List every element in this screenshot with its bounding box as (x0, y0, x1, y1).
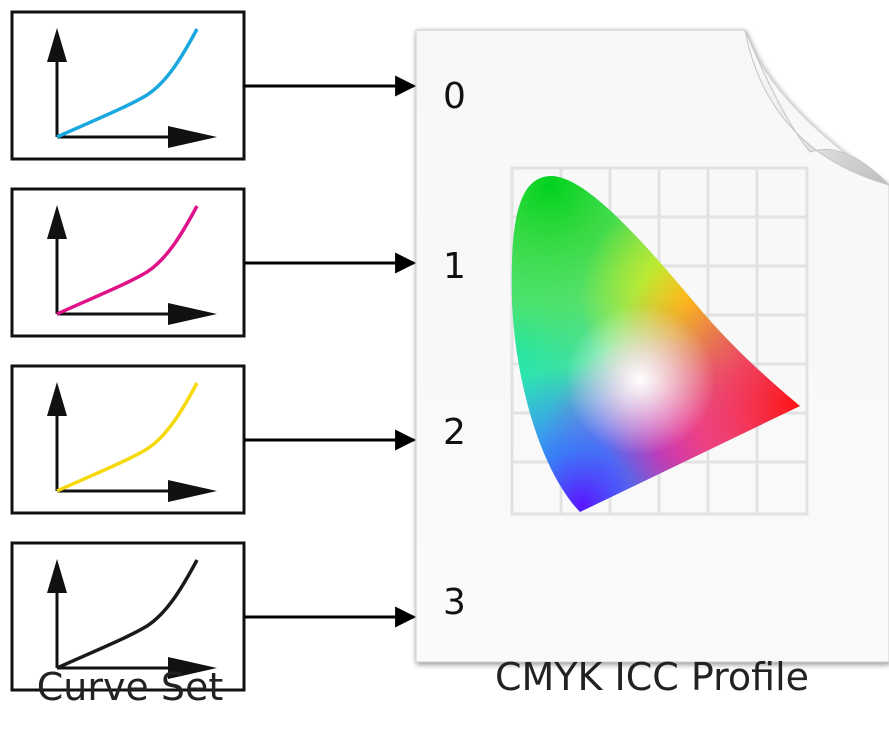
transfer-curve (56, 382, 199, 493)
channel-number: 3 (443, 582, 466, 623)
transfer-curve (56, 28, 199, 139)
y-axis-arrowhead (47, 559, 67, 593)
x-axis-arrowhead (168, 657, 217, 679)
transfer-curve (56, 559, 199, 670)
x-axis-arrowhead (168, 303, 217, 325)
y-axis-arrowhead (47, 382, 67, 416)
icc-profile-document (415, 29, 889, 663)
curve-box (10, 364, 246, 515)
curve-box (10, 187, 246, 338)
channel-number: 2 (443, 412, 466, 453)
icc-profile-caption: CMYK ICC Profile (495, 655, 809, 699)
y-axis-arrowhead (47, 28, 67, 62)
channel-number: 1 (443, 246, 466, 287)
curve-box (10, 10, 246, 161)
curve-set-caption: Curve Set (37, 665, 224, 709)
x-axis-arrowhead (168, 480, 217, 502)
y-axis-arrowhead (47, 205, 67, 239)
x-axis-arrowhead (168, 126, 217, 148)
channel-number: 0 (443, 76, 466, 117)
page-curl-icon (744, 29, 889, 186)
transfer-curve (56, 205, 199, 316)
curve-set: 0 1 2 3 (10, 10, 466, 692)
